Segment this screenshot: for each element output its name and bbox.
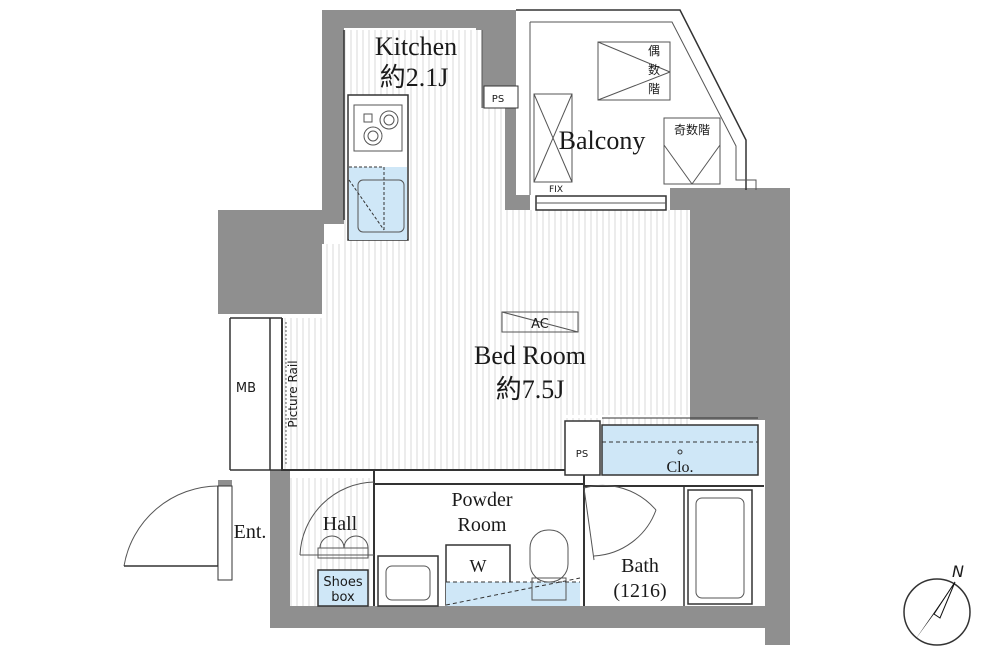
entrance-name: Ent. — [234, 521, 267, 543]
mb-label: MB — [236, 381, 256, 396]
ps-top-label: PS — [492, 94, 504, 105]
bath-size: (1216) — [613, 580, 666, 602]
ac-label: AC — [531, 317, 549, 332]
shoes-box — [317, 569, 369, 607]
ps-top — [483, 85, 519, 109]
bedroom-size: 約7.5J — [496, 375, 565, 404]
north-arrow-icon: N — [903, 562, 971, 646]
kitchen-size: 約2.1J — [380, 63, 449, 92]
powder-room-line1: Powder — [451, 489, 512, 511]
balcony-name: Balcony — [559, 126, 646, 155]
shoes-box-line1: Shoes — [323, 575, 362, 590]
picture-rail-label: Picture Rail — [286, 360, 300, 427]
kitchen-sink-icon — [348, 166, 407, 240]
bedroom-name: Bed Room — [474, 341, 586, 370]
washer-label: W — [470, 556, 487, 576]
ac-unit-icon — [501, 311, 579, 333]
walls — [218, 10, 790, 645]
stove-icon — [353, 104, 403, 152]
powder-room-fixtures — [377, 484, 657, 607]
ps-closet-label: PS — [576, 449, 588, 460]
fix-label: FIX — [549, 185, 563, 195]
toilet-icon — [529, 529, 569, 601]
bath-name: Bath — [621, 555, 659, 577]
balcony-area — [516, 9, 757, 211]
kitchen-fixtures — [347, 94, 409, 241]
labels: Kitchen 約2.1J PS Balcony 偶 数 階 奇数階 FIX A… — [234, 32, 710, 605]
odd-stairs-label: 奇数階 — [674, 122, 710, 137]
even-stairs-char-2: 数 — [648, 62, 660, 77]
closet-name: Clo. — [666, 459, 693, 476]
hall-door-icon — [299, 481, 375, 559]
kitchen-name: Kitchen — [375, 32, 457, 61]
even-stairs-char-1: 偶 — [648, 44, 660, 58]
hall-name: Hall — [323, 513, 358, 535]
north-label: N — [952, 562, 964, 581]
powder-room-line2: Room — [458, 514, 507, 536]
even-stairs-char-3: 階 — [648, 81, 660, 96]
bathtub-icon — [687, 489, 753, 605]
entrance-door-icon — [123, 485, 233, 581]
closet — [564, 417, 759, 476]
shoes-box-line2: box — [331, 590, 355, 605]
